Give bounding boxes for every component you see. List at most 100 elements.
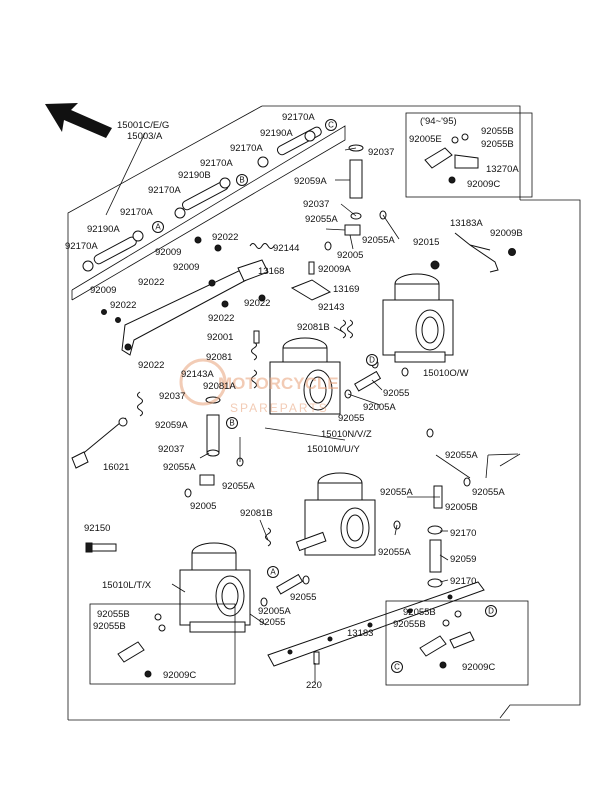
watermark-main-text: MOTORCYCLE [218,374,339,393]
label-92037-4: 92037 [158,444,184,455]
ref-d-label: D [369,356,375,365]
label-92144: 92144 [273,243,299,254]
throttle-linkage-bar [101,236,266,356]
carburetor-lower-middle [304,472,376,556]
inset1-92055b: 92055B [481,126,514,137]
label-15003: 15003/A [127,131,163,142]
label-92190a-1: 92190A [260,128,293,139]
inset2-92055b-1: 92055B [97,609,130,620]
label-13168: 13168 [258,266,284,277]
label-92009a: 92009A [318,264,351,275]
label-92143a: 92143A [181,369,214,380]
label-92190b: 92190B [178,170,211,181]
inset1-92005e: 92005E [409,134,442,145]
inset3-92055b-1: 92055B [403,607,436,618]
label-92170-2: 92170 [450,576,476,587]
linkage-box [71,125,346,301]
ref-b-label-2: B [229,419,234,428]
inset3-92009c: 92009C [462,662,495,673]
inset3-92055b-2: 92055B [393,619,426,630]
label-92009-1: 92009 [155,247,181,258]
label-92081a: 92081A [203,381,236,392]
label-92005a-2: 92005A [363,402,396,413]
label-92005a-1: 92005A [258,606,291,617]
label-15010o: 15010O/W [423,368,468,379]
label-92170a-2: 92170A [230,143,263,154]
watermark: MOTORCYCLE SPAREPARTS [179,358,339,415]
label-92059a-1: 92059A [294,176,327,187]
ref-d-label-2: D [488,607,494,616]
screws [85,261,320,665]
label-92015: 92015 [413,237,439,248]
label-92022-4: 92022 [244,298,270,309]
label-92055a-8: 92055A [378,547,411,558]
label-15010m: 15010M/U/Y [307,444,360,455]
label-92037-3: 92037 [159,391,185,402]
label-92009-3: 92009 [90,285,116,296]
part-labels: 15001C/E/G 15003/A 92170A 92190A 92170A … [65,112,523,691]
carburetor-lower-left [179,542,251,633]
label-92170a-3: 92170A [200,158,233,169]
label-92005-1: 92005 [337,250,363,261]
label-16021: 16021 [103,462,129,473]
label-92055a-3: 92055A [163,462,196,473]
label-92081b-2: 92081B [240,508,273,519]
label-92009b: 92009B [490,228,523,239]
label-92005b: 92005B [445,502,478,513]
label-92001: 92001 [207,332,233,343]
reference-markers: A B C D B A C D [152,119,497,673]
label-92037-2: 92037 [303,199,329,210]
label-92081: 92081 [206,352,232,363]
label-92170a-1: 92170A [282,112,315,123]
assembly-outline [67,105,581,721]
inset1-92009c: 92009C [467,179,500,190]
label-92081b-1: 92081B [297,322,330,333]
label-92055a-4: 92055A [222,481,255,492]
inset1-13270a: 13270A [486,164,519,175]
label-92022-2: 92022 [138,277,164,288]
label-92059a-2: 92059A [155,420,188,431]
bracket-13183a [454,232,499,273]
label-92170-1: 92170 [450,528,476,539]
label-92009-2: 92009 [173,262,199,273]
label-15001: 15001C/E/G [117,120,169,131]
watermark-sub-text: SPAREPARTS [230,401,329,415]
label-92037-1: 92037 [368,147,394,158]
inset2-92009c: 92009C [163,670,196,681]
vent-tubes [205,144,443,588]
label-92005-2: 92005 [190,501,216,512]
label-13183a: 13183A [450,218,483,229]
label-92170a-5: 92170A [120,207,153,218]
label-13169: 13169 [333,284,359,295]
label-92170a-6: 92170A [65,241,98,252]
label-92055a-5: 92055A [445,450,478,461]
carburetor-upper-right [382,273,454,363]
inset-lower-left [89,603,236,685]
label-92055a-7: 92055A [380,487,413,498]
label-92170a-4: 92170A [148,185,181,196]
label-92022-5: 92022 [208,313,234,324]
inset2-92055b-2: 92055B [93,621,126,632]
ref-c-label-2: C [394,663,400,672]
front-direction-arrow-icon [45,103,112,138]
label-92055-2: 92055 [259,617,285,628]
inset1-year: ('94~'95) [420,116,457,127]
bracket-13169 [290,279,332,301]
ref-b-label: B [239,176,244,185]
ref-a-label-2: A [270,568,276,577]
label-92022-3: 92022 [110,300,136,311]
label-92143: 92143 [318,302,344,313]
label-92055-3: 92055 [338,413,364,424]
label-92055a-6: 92055A [472,487,505,498]
label-92022-6: 92022 [138,360,164,371]
label-92059: 92059 [450,554,476,565]
label-15010n: 15010N/V/Z [321,429,372,440]
label-220: 220 [306,680,322,691]
label-92022-1: 92022 [212,232,238,243]
inset-lower-right [385,600,529,686]
mounting-plate-13183 [267,581,485,667]
inset1-92055b-2: 92055B [481,139,514,150]
label-92055a-1: 92055A [305,214,338,225]
fuel-tubes [82,126,322,272]
